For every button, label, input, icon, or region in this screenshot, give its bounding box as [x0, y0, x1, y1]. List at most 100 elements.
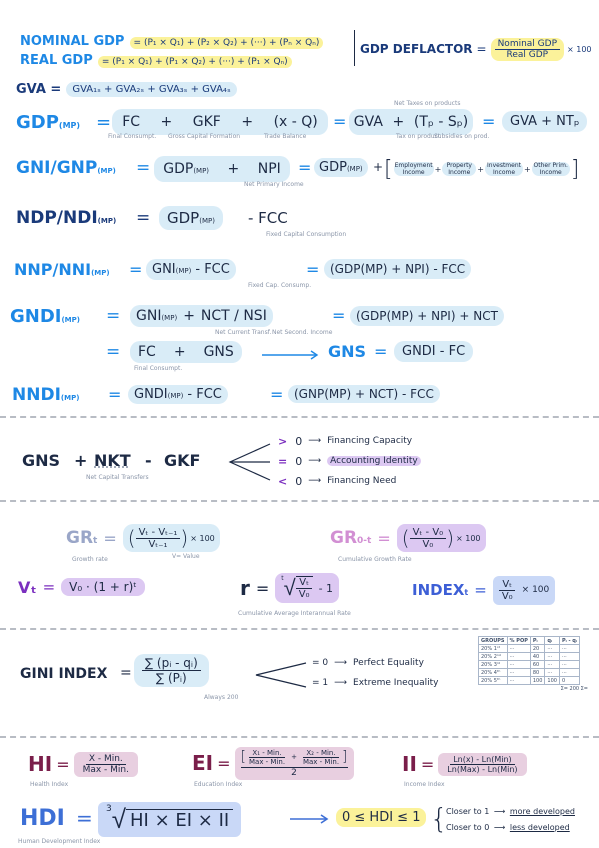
gndi-eq: =: [106, 306, 121, 326]
gdp-note-tax-b: Subsidies on prod.: [434, 133, 490, 140]
health-index: HI = X - Min.Max - Min.: [28, 748, 168, 780]
gndi-gns-rhs: GNDI - FC: [394, 341, 474, 362]
gni-note-npi: Net Primary Income: [244, 181, 304, 188]
gni-plus: +: [373, 160, 384, 174]
table-cell: ···: [558, 652, 580, 661]
table-cell: Pᵢ: [529, 636, 546, 645]
gdp-deflator-fraction: Nominal GDP Real GDP: [490, 37, 564, 61]
gdp-final: GVA + NTₚ: [502, 111, 588, 132]
index-eq: =: [474, 581, 487, 599]
gdp-tax: (Tₚ - Sₚ): [413, 114, 469, 130]
gni-sum: GDP(MP) + NPI: [154, 156, 290, 182]
hdi-row: HDI = 3 √ HI × EI × II Human Development…: [18, 800, 598, 845]
table-cell: ···: [506, 644, 531, 653]
gndi-note-nsi: Net Second. Income: [272, 329, 333, 336]
gdp-plus: +: [160, 114, 173, 130]
gdp-deflator-denominator: Real GDP: [506, 49, 549, 60]
gni-gdp2: GDP(MP): [314, 158, 368, 177]
table-cell: 20% 2ⁿᵈ: [478, 652, 508, 661]
arrow-right-icon: [290, 814, 329, 824]
income-index-note: Income Index: [404, 781, 445, 788]
gdp-lhs: GDP(MP): [16, 112, 81, 133]
section-divider: [0, 416, 599, 418]
growth-value-note: V= Value: [172, 553, 200, 560]
table-cell: Pᵢ - qᵢ: [558, 636, 580, 645]
table-cell: 20% 1ˢᵗ: [478, 644, 508, 653]
gndi-row: GNDI(MP) = GNI(MP)+NCT / NSI Net Current…: [10, 302, 590, 342]
gdp-deflator-label: GDP DEFLACTOR: [360, 42, 473, 56]
table-cell: ···: [506, 668, 531, 677]
hdi-closer-0: Closer to 0 ⟶ less developed: [446, 823, 570, 832]
table-cell: 0: [558, 676, 580, 685]
gdp-eq3: =: [482, 112, 496, 131]
gndi-fc-gns: FC+GNS: [130, 341, 242, 363]
hdi-root-box: 3 √ HI × EI × II: [98, 802, 242, 837]
nnp-eq2: =: [306, 260, 320, 279]
table-row: 20% 4ᵗʰ···80······: [478, 668, 580, 677]
table-cell: 20% 5ᵗʰ: [478, 676, 508, 685]
income-index-box: Ln(x) - Ln(Min)Ln(Max) - Ln(Min): [438, 752, 527, 776]
nndi-eq2: =: [270, 385, 284, 404]
gni-eq: =: [136, 158, 151, 178]
growth-rate-eq: =: [103, 528, 117, 548]
nndi-gndi: GNDI(MP)- FCC: [128, 385, 228, 404]
gndi-gni: GNI(MP)+NCT / NSI: [130, 305, 273, 327]
nndi-row: NNDI(MP) = GNDI(MP)- FCC = (GNP(MP) + NC…: [12, 382, 572, 412]
nnp-row: NNP/NNI(MP) = GNI(MP)- FCC Fixed Cap. Co…: [14, 254, 574, 289]
gni-eq2: =: [298, 158, 312, 177]
gndi-eq3: =: [106, 342, 121, 362]
branch-lines-icon: [228, 443, 271, 481]
cumulative-growth-note: Cumulative Growth Rate: [338, 556, 412, 563]
nndi-lhs: NNDI(MP): [12, 385, 80, 405]
case-symbol: =: [278, 454, 288, 468]
table-cell: ···: [506, 652, 531, 661]
table-cell: ···: [544, 644, 560, 653]
table-row: 20% 2ⁿᵈ···40······: [478, 652, 580, 661]
average-rate-eq: =: [255, 578, 270, 598]
case-symbol: >: [278, 434, 288, 448]
savings-note-nkt: Net Capital Transfers: [86, 474, 149, 481]
compound-value-rhs: V₀ · (1 + r)ᵗ: [61, 578, 145, 596]
gndi-eq4: =: [374, 342, 388, 361]
nnp-rhs: (GDP(MP) + NPI) - FCC: [324, 259, 472, 279]
table-cell: 20% 3ʳᵈ: [478, 660, 508, 669]
hdi-lhs: HDI: [20, 806, 65, 831]
gva-lhs: GVA =: [16, 81, 62, 97]
income-index-lhs: II: [402, 752, 417, 776]
nndi-eq: =: [108, 385, 122, 404]
gni-bracket-item: Other Prim. Income: [531, 162, 570, 176]
ndp-minus: - FCC: [248, 209, 288, 227]
education-index-note: Education Index: [194, 781, 243, 788]
savings-plus: +: [74, 451, 88, 470]
nnp-lhs: NNP/NNI(MP): [14, 260, 110, 279]
table-row: 20% 3ʳᵈ···60······: [478, 660, 580, 669]
table-cell: ···: [558, 668, 580, 677]
savings-minus: -: [145, 451, 152, 470]
savings-gkf: GKF: [164, 451, 201, 470]
hdi-range: 0 ≤ HDI ≤ 1: [336, 808, 427, 827]
gini-case: = 0 ⟶ Perfect Equality: [312, 658, 424, 668]
education-index-lhs: EI: [192, 751, 214, 775]
index-lhs: INDEXt: [412, 581, 469, 599]
table-cell: ···: [558, 644, 580, 653]
case-zero: 0: [295, 474, 303, 488]
table-row: 20% 1ˢᵗ···20······: [478, 644, 580, 653]
table-cell: 20% 4ᵗʰ: [478, 668, 508, 677]
health-index-lhs: HI: [28, 752, 53, 776]
case-symbol: <: [278, 474, 288, 488]
hdi-interpretation: Closer to 1 ⟶ more developed Closer to 0…: [446, 804, 575, 836]
table-cell: qᵢ: [544, 636, 560, 645]
gdp-row: GDP(MP) = FC + GKF + (x - Q) Final Consu…: [16, 100, 596, 142]
section-divider: [0, 500, 599, 502]
real-gdp-row: REAL GDP = (P₁ × Q₁) + (P₁ × Q₂) + (···)…: [20, 49, 350, 68]
savings-case: < 0 ⟶ Financing Need: [278, 474, 397, 488]
header-separator: [354, 30, 355, 66]
gdp-note-tax-a: Tax on product: [396, 133, 441, 140]
case-label: Extreme Inequality: [353, 678, 439, 688]
